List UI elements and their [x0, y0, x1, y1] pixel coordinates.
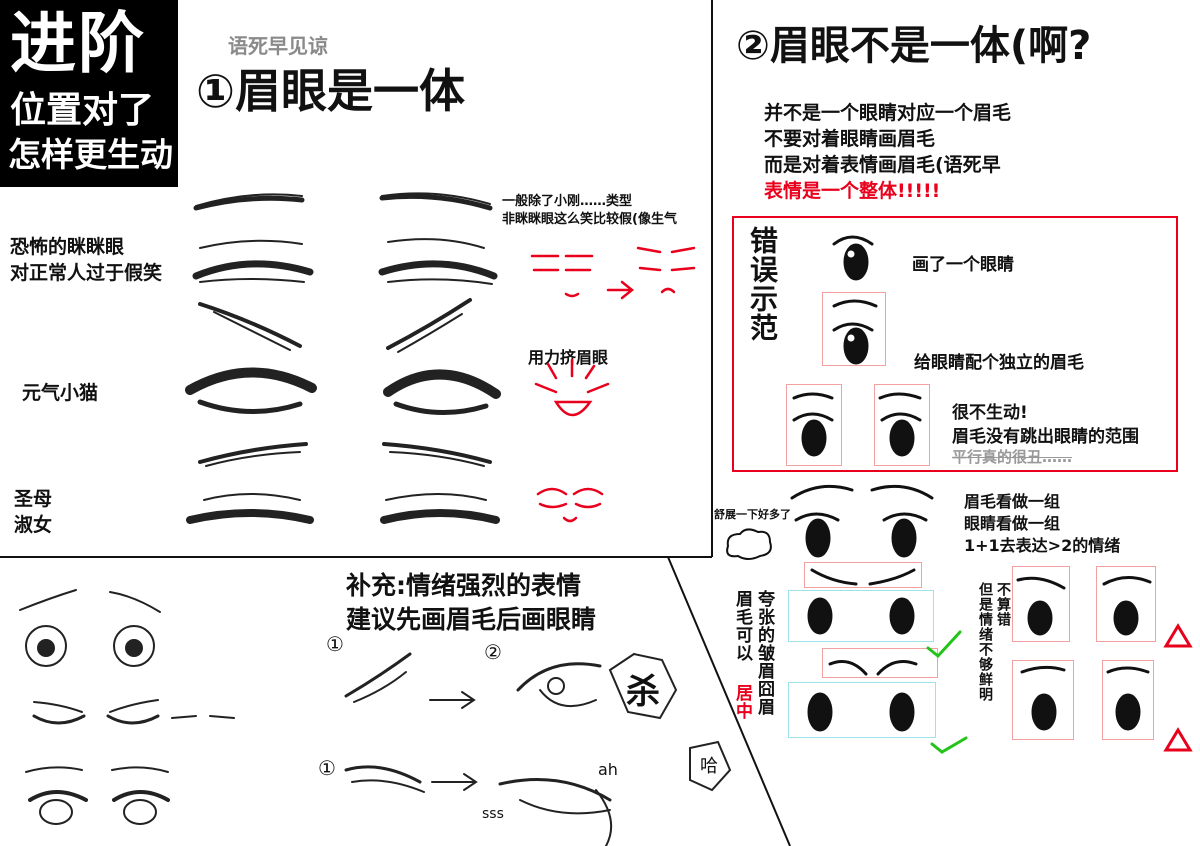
- frame-c3: [1012, 660, 1074, 740]
- vertical-note-2b: 居中: [732, 684, 752, 720]
- vertical-note-3b: 但是情绪不够鲜明: [977, 582, 993, 702]
- group-note-3: 1+1去表达>2的情绪: [964, 536, 1121, 555]
- right-line1: 并不是一个眼睛对应一个眉毛: [764, 102, 1012, 124]
- sfx-sss: sss: [482, 806, 504, 822]
- badge-big-title: 进阶: [10, 5, 146, 82]
- advanced-badge: 进阶 位置对了 怎样更生动: [0, 0, 178, 187]
- row1-note-2: 非眯眯眼这么笑比较假(像生气: [502, 212, 677, 227]
- vertical-note-2a: 眉毛可以: [732, 590, 752, 662]
- frame-c2: [1096, 566, 1156, 642]
- right-line3: 而是对着表情画眉毛(语死早: [764, 154, 1001, 176]
- row2-note: 用力挤眉眼: [528, 348, 609, 367]
- warning-triangle-icon-2: [1163, 727, 1193, 752]
- eyebrow-frame-1: [822, 292, 886, 366]
- row3-label-1: 圣母: [14, 488, 53, 510]
- step-label-1: ①: [326, 632, 344, 656]
- badge-line2: 怎样更生动: [8, 135, 173, 174]
- right-line4-emphasis: 表情是一个整体!!!!!: [764, 180, 941, 202]
- row1-label-1: 恐怖的眯眯眼: [10, 236, 125, 258]
- frame-c4: [1102, 660, 1154, 740]
- eyebrow-frame-3: [874, 384, 930, 466]
- eye-sketches-left: [185, 192, 696, 524]
- group-note-2: 眼睛看做一组: [964, 514, 1061, 533]
- title-right: ②眉眼不是一体(啊?: [736, 23, 1092, 69]
- row3-label-2: 淑女: [14, 514, 53, 536]
- wrong-caption-1: 画了一个眼睛: [912, 255, 1014, 275]
- sfx-kill: 杀: [626, 672, 660, 712]
- eye-frame-b: [788, 682, 936, 738]
- supplement-line1: 补充:情绪强烈的表情: [346, 571, 581, 600]
- wrong-example-title: 错误示范: [746, 226, 779, 342]
- sfx-ah: ah: [598, 760, 618, 779]
- badge-line1: 位置对了: [10, 90, 155, 131]
- eye-frame-a: [788, 590, 934, 642]
- wrong-caption-2: 给眼睛配个独立的眉毛: [914, 353, 1084, 373]
- title-left: ①眉眼是一体: [196, 64, 465, 118]
- wrong-caption-5: 平行真的很丑……: [952, 448, 1073, 466]
- group-note-1: 眉毛看做一组: [964, 492, 1061, 511]
- vertical-note-1: 夸张的皱眉囧眉: [754, 590, 774, 716]
- eyebrow-frame-2: [786, 384, 842, 466]
- step-label-1b: ①: [318, 756, 336, 780]
- apology-note: 语死早见谅: [228, 34, 328, 58]
- relief-note: 舒展一下好多了: [714, 508, 791, 521]
- check-icon-2: [930, 736, 968, 754]
- row1-note-1: 一般除了小刚……类型: [502, 194, 633, 209]
- vertical-note-3a: 不算错: [995, 582, 1011, 627]
- supplement-line2: 建议先画眉毛后画眼睛: [346, 605, 597, 634]
- eye-sketches-bottom: [19, 589, 732, 846]
- step-label-2: ②: [484, 640, 502, 664]
- row2-label: 元气小猫: [22, 382, 99, 404]
- check-icon-1: [926, 630, 962, 659]
- right-line2: 不要对着眼睛画眉毛: [764, 128, 936, 150]
- wrong-caption-4: 眉毛没有跳出眼睛的范围: [952, 427, 1139, 447]
- row1-label-2: 对正常人过于假笑: [10, 262, 163, 284]
- warning-triangle-icon-1: [1163, 623, 1193, 648]
- brow-frame-a: [804, 562, 922, 588]
- sfx-ha: 哈: [700, 756, 718, 777]
- brow-frame-b: [822, 648, 938, 678]
- frame-c1: [1012, 566, 1070, 642]
- wrong-example-box: [732, 216, 1178, 472]
- wrong-caption-3: 很不生动!: [952, 403, 1028, 423]
